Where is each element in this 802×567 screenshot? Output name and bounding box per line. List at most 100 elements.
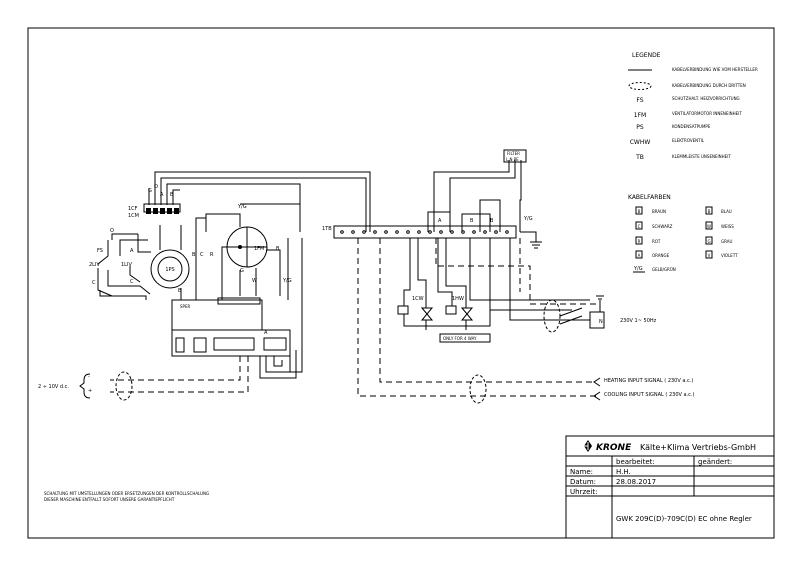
control-board — [171, 329, 291, 357]
label-dc-input: 2 ÷ 10V d.c. — [38, 384, 69, 390]
wire-letter: Y/G — [237, 204, 247, 210]
terminal-screw — [406, 230, 410, 234]
cable-colors: KABELFARBEN B BRAUN C SCHWARZ R ROT A OR… — [628, 194, 738, 273]
wire-letter: A — [438, 218, 442, 224]
row-name: Name: — [570, 468, 593, 476]
legend-sym-cwhw: CWHW — [630, 139, 651, 146]
color-name-grey: GRAU — [721, 239, 732, 244]
legend-sym-fs: FS — [636, 97, 643, 104]
label-hw: 1HW — [452, 296, 464, 302]
color-code-blue: B — [708, 209, 711, 214]
label-heating: HEATING INPUT SIGNAL ( 230V a.c.) — [604, 378, 693, 384]
color-name-blue: BLAU — [721, 209, 732, 214]
color-name-black: SCHWARZ — [652, 224, 673, 229]
wire-letter: A — [264, 330, 268, 336]
legend: LEGENDE KABELVERBINDUNG WIE VOM HERSTELL… — [628, 52, 758, 161]
label-n: N — [599, 319, 603, 325]
legend-text-tb: KLEMMLEISTE UNSENEINHEIT — [672, 154, 731, 159]
label-2liv: 2LIV — [89, 262, 100, 268]
color-code-black: C — [638, 224, 641, 229]
wire-letter: B — [192, 252, 196, 258]
col-bearbeitet: bearbeitet: — [616, 458, 655, 466]
terminal-screw — [472, 230, 476, 234]
label-supply: 230V 1~ 50Hz — [620, 318, 657, 324]
label-only-4-way: ONLY FOR 4 WAY — [443, 336, 477, 341]
legend-text-cwhw: ELEKTROVENTIL — [672, 138, 705, 143]
row-date: Datum: — [570, 478, 596, 486]
col-geaendert: geändert: — [698, 458, 732, 466]
wire-letter: B — [470, 218, 474, 224]
color-name-violet: VIOLETT — [721, 253, 738, 258]
terminal-screw — [351, 230, 355, 234]
label-tb: 1TB — [322, 226, 332, 232]
wire-letter: G — [240, 268, 244, 274]
wire-letter: Y/G — [282, 278, 292, 284]
label-cw: 1CW — [412, 296, 424, 302]
color-code-brown: B — [638, 209, 641, 214]
wire-letter: B — [170, 192, 174, 198]
wire-letter: O — [154, 184, 158, 190]
colors-title: KABELFARBEN — [628, 194, 671, 201]
wire-letter: R — [210, 252, 214, 258]
wire-letter: C — [92, 280, 96, 286]
row-time: Uhrzeit: — [570, 488, 597, 496]
company-brand: KRONE — [596, 443, 632, 453]
label-yg: Y/G — [523, 216, 533, 222]
label-lnpe: L N PE — [506, 157, 519, 162]
terminal-screw — [373, 230, 377, 234]
color-code-yg: Y/G — [633, 266, 643, 272]
valve-1hw — [445, 305, 457, 315]
wiring — [79, 149, 605, 404]
color-code-red: R — [638, 239, 641, 244]
legend-text-solid: KABELVERBINDUNG WIE VOM HERSTELLER — [672, 67, 758, 72]
krone-logo-icon — [580, 440, 592, 452]
label-filter: FILTER — [507, 151, 520, 156]
wire-letter: A — [130, 248, 134, 254]
terminal-screw — [494, 230, 498, 234]
label-cf: 1CF — [128, 206, 138, 212]
color-name-yg: GELB/GRÜN — [652, 267, 676, 272]
legend-sym-tb: TB — [635, 154, 644, 161]
label-ps: 1PS — [165, 267, 174, 273]
name-value: H.H. — [616, 468, 631, 476]
legend-title: LEGENDE — [632, 52, 661, 59]
wire-letter: O — [110, 228, 114, 234]
wire-letter: W — [252, 278, 257, 284]
wire-letter: G — [148, 188, 152, 194]
label-1liv: 1LIV — [121, 262, 132, 268]
terminal-screw — [417, 230, 421, 234]
wire-letter: B — [178, 288, 182, 294]
label-cooling: COOLING INPUT SIGNAL ( 230V a.c.) — [604, 392, 695, 398]
terminal-screw — [362, 230, 366, 234]
label-sper: SPER — [180, 304, 190, 309]
terminal-screw — [450, 230, 454, 234]
terminal-screw — [439, 230, 443, 234]
valve-1cw — [397, 305, 409, 315]
legend-text-dashed: KABELVERBINDUNG DURCH DRITTEN — [672, 83, 746, 88]
legend-dashed-cable-symbol — [628, 82, 652, 90]
color-code-orange: A — [638, 253, 641, 258]
wire-letter: A — [160, 192, 164, 198]
title-block: KRONE Kälte+Klima Vertriebs-GmbH bearbei… — [565, 435, 775, 539]
terminal-screw — [428, 230, 432, 234]
label-fm: 1FM — [254, 246, 264, 252]
warranty-note-line2: DIESER MASCHINE ENTFALLT SOFORT UNSERE G… — [44, 497, 175, 502]
color-code-violet: V — [708, 253, 711, 258]
color-code-grey: G — [707, 239, 710, 244]
component-labels: 1TB 1CF 1CM FS 2LIV 1LIV 1PS 1FM 1CW 1HW… — [38, 151, 695, 398]
terminal-screw — [483, 230, 487, 234]
label-cm: 1CM — [128, 213, 139, 219]
color-code-white: W — [707, 224, 711, 229]
wire-letter: B — [276, 246, 280, 252]
terminal-screw — [340, 230, 344, 234]
terminal-screw — [395, 230, 399, 234]
company-name: Kälte+Klima Vertriebs-GmbH — [640, 443, 756, 452]
label-fs: FS — [97, 248, 103, 254]
terminal-screw — [505, 230, 509, 234]
drawing-frame — [27, 27, 775, 539]
terminal-screw — [384, 230, 388, 234]
label-plus: + — [88, 388, 92, 394]
terminal-board-1tb — [333, 225, 517, 239]
legend-text-fs: SCHUTZHALT. HEIZVORRICHTUNG — [672, 96, 740, 101]
label-minus: - — [88, 374, 90, 380]
